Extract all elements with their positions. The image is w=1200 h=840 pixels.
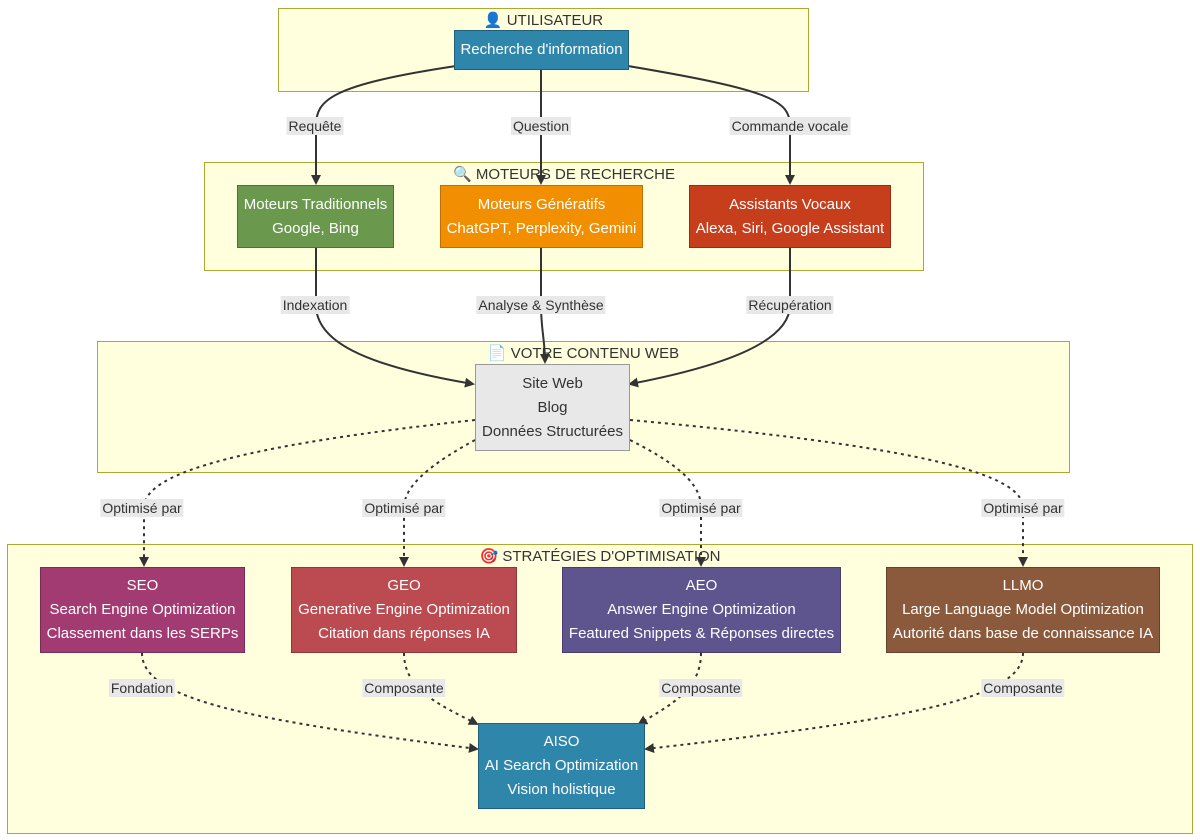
edge-label-recuperation: Récupération [746,296,834,314]
node-geo-line-2: Generative Engine Optimization [298,601,510,618]
edge-label-opt-seo: Optimisé par [100,499,184,517]
node-aeo-line-2: Answer Engine Optimization [607,601,796,618]
node-aeo-line-3: Featured Snippets & Réponses directes [568,625,835,642]
node-recherche-information[interactable]: Recherche d'information [454,30,629,70]
node-assistants-vocaux[interactable]: Assistants Vocaux Alexa, Siri, Google As… [689,185,891,248]
node-geo-line-3: Citation dans réponses IA [318,625,490,642]
cluster-strategies-title: 🎯 STRATÉGIES D'OPTIMISATION [479,548,721,565]
node-llmo[interactable]: LLMO Large Language Model Optimization A… [886,567,1160,653]
edge-label-question: Question [510,117,572,135]
node-moteurs-generatifs[interactable]: Moteurs Génératifs ChatGPT, Perplexity, … [440,185,643,248]
cluster-utilisateur-title: 👤 UTILISATEUR [483,12,604,29]
node-llmo-line-2: Large Language Model Optimization [902,601,1144,618]
edge-label-indexation: Indexation [280,296,350,314]
node-geo[interactable]: GEO Generative Engine Optimization Citat… [291,567,517,653]
node-site-web-line-2: Blog [537,398,568,416]
node-aiso-line-2: AI Search Optimization [484,757,639,774]
node-llmo-line-1: LLMO [1002,577,1044,594]
cluster-contenu-title: 📄 VOTRE CONTENU WEB [487,345,680,362]
node-traditionnels-line-1: Moteurs Traditionnels [243,195,388,213]
node-seo-line-1: SEO [126,577,159,594]
node-aiso[interactable]: AISO AI Search Optimization Vision holis… [478,723,645,809]
edge-label-analyse: Analyse & Synthèse [476,296,606,314]
edge-label-comp-aeo: Composante [659,679,743,697]
node-seo[interactable]: SEO Search Engine Optimization Classemen… [40,567,245,653]
node-seo-line-2: Search Engine Optimization [49,601,236,618]
edge-label-fondation: Fondation [108,679,176,697]
edge-label-comp-geo: Composante [362,679,446,697]
node-site-web-line-3: Données Structurées [482,422,623,440]
node-geo-line-1: GEO [387,577,421,594]
edge-label-opt-aeo: Optimisé par [659,499,743,517]
edge-label-opt-llmo: Optimisé par [981,499,1065,517]
node-recherche-line-1: Recherche d'information [460,41,623,58]
node-aeo[interactable]: AEO Answer Engine Optimization Featured … [562,567,841,653]
node-aiso-line-3: Vision holistique [507,781,616,798]
edge-label-comp-llmo: Composante [981,679,1065,697]
node-site-web[interactable]: Site Web Blog Données Structurées [475,364,630,451]
node-traditionnels-line-2: Google, Bing [272,219,359,237]
node-moteurs-traditionnels[interactable]: Moteurs Traditionnels Google, Bing [237,185,394,248]
node-seo-line-3: Classement dans les SERPs [46,625,239,642]
node-aiso-line-1: AISO [543,733,580,750]
cluster-moteurs-title: 🔍 MOTEURS DE RECHERCHE [452,166,676,183]
node-llmo-line-3: Autorité dans base de connaissance IA [892,625,1154,642]
node-vocaux-line-1: Assistants Vocaux [729,195,851,213]
edge-label-commande: Commande vocale [729,117,851,135]
node-site-web-line-1: Site Web [522,374,583,392]
edge-label-opt-geo: Optimisé par [362,499,446,517]
edge-label-requete: Requête [286,117,344,135]
node-generatifs-line-2: ChatGPT, Perplexity, Gemini [446,219,637,237]
node-generatifs-line-1: Moteurs Génératifs [477,195,606,213]
node-vocaux-line-2: Alexa, Siri, Google Assistant [695,219,885,237]
node-aeo-line-1: AEO [685,577,718,594]
